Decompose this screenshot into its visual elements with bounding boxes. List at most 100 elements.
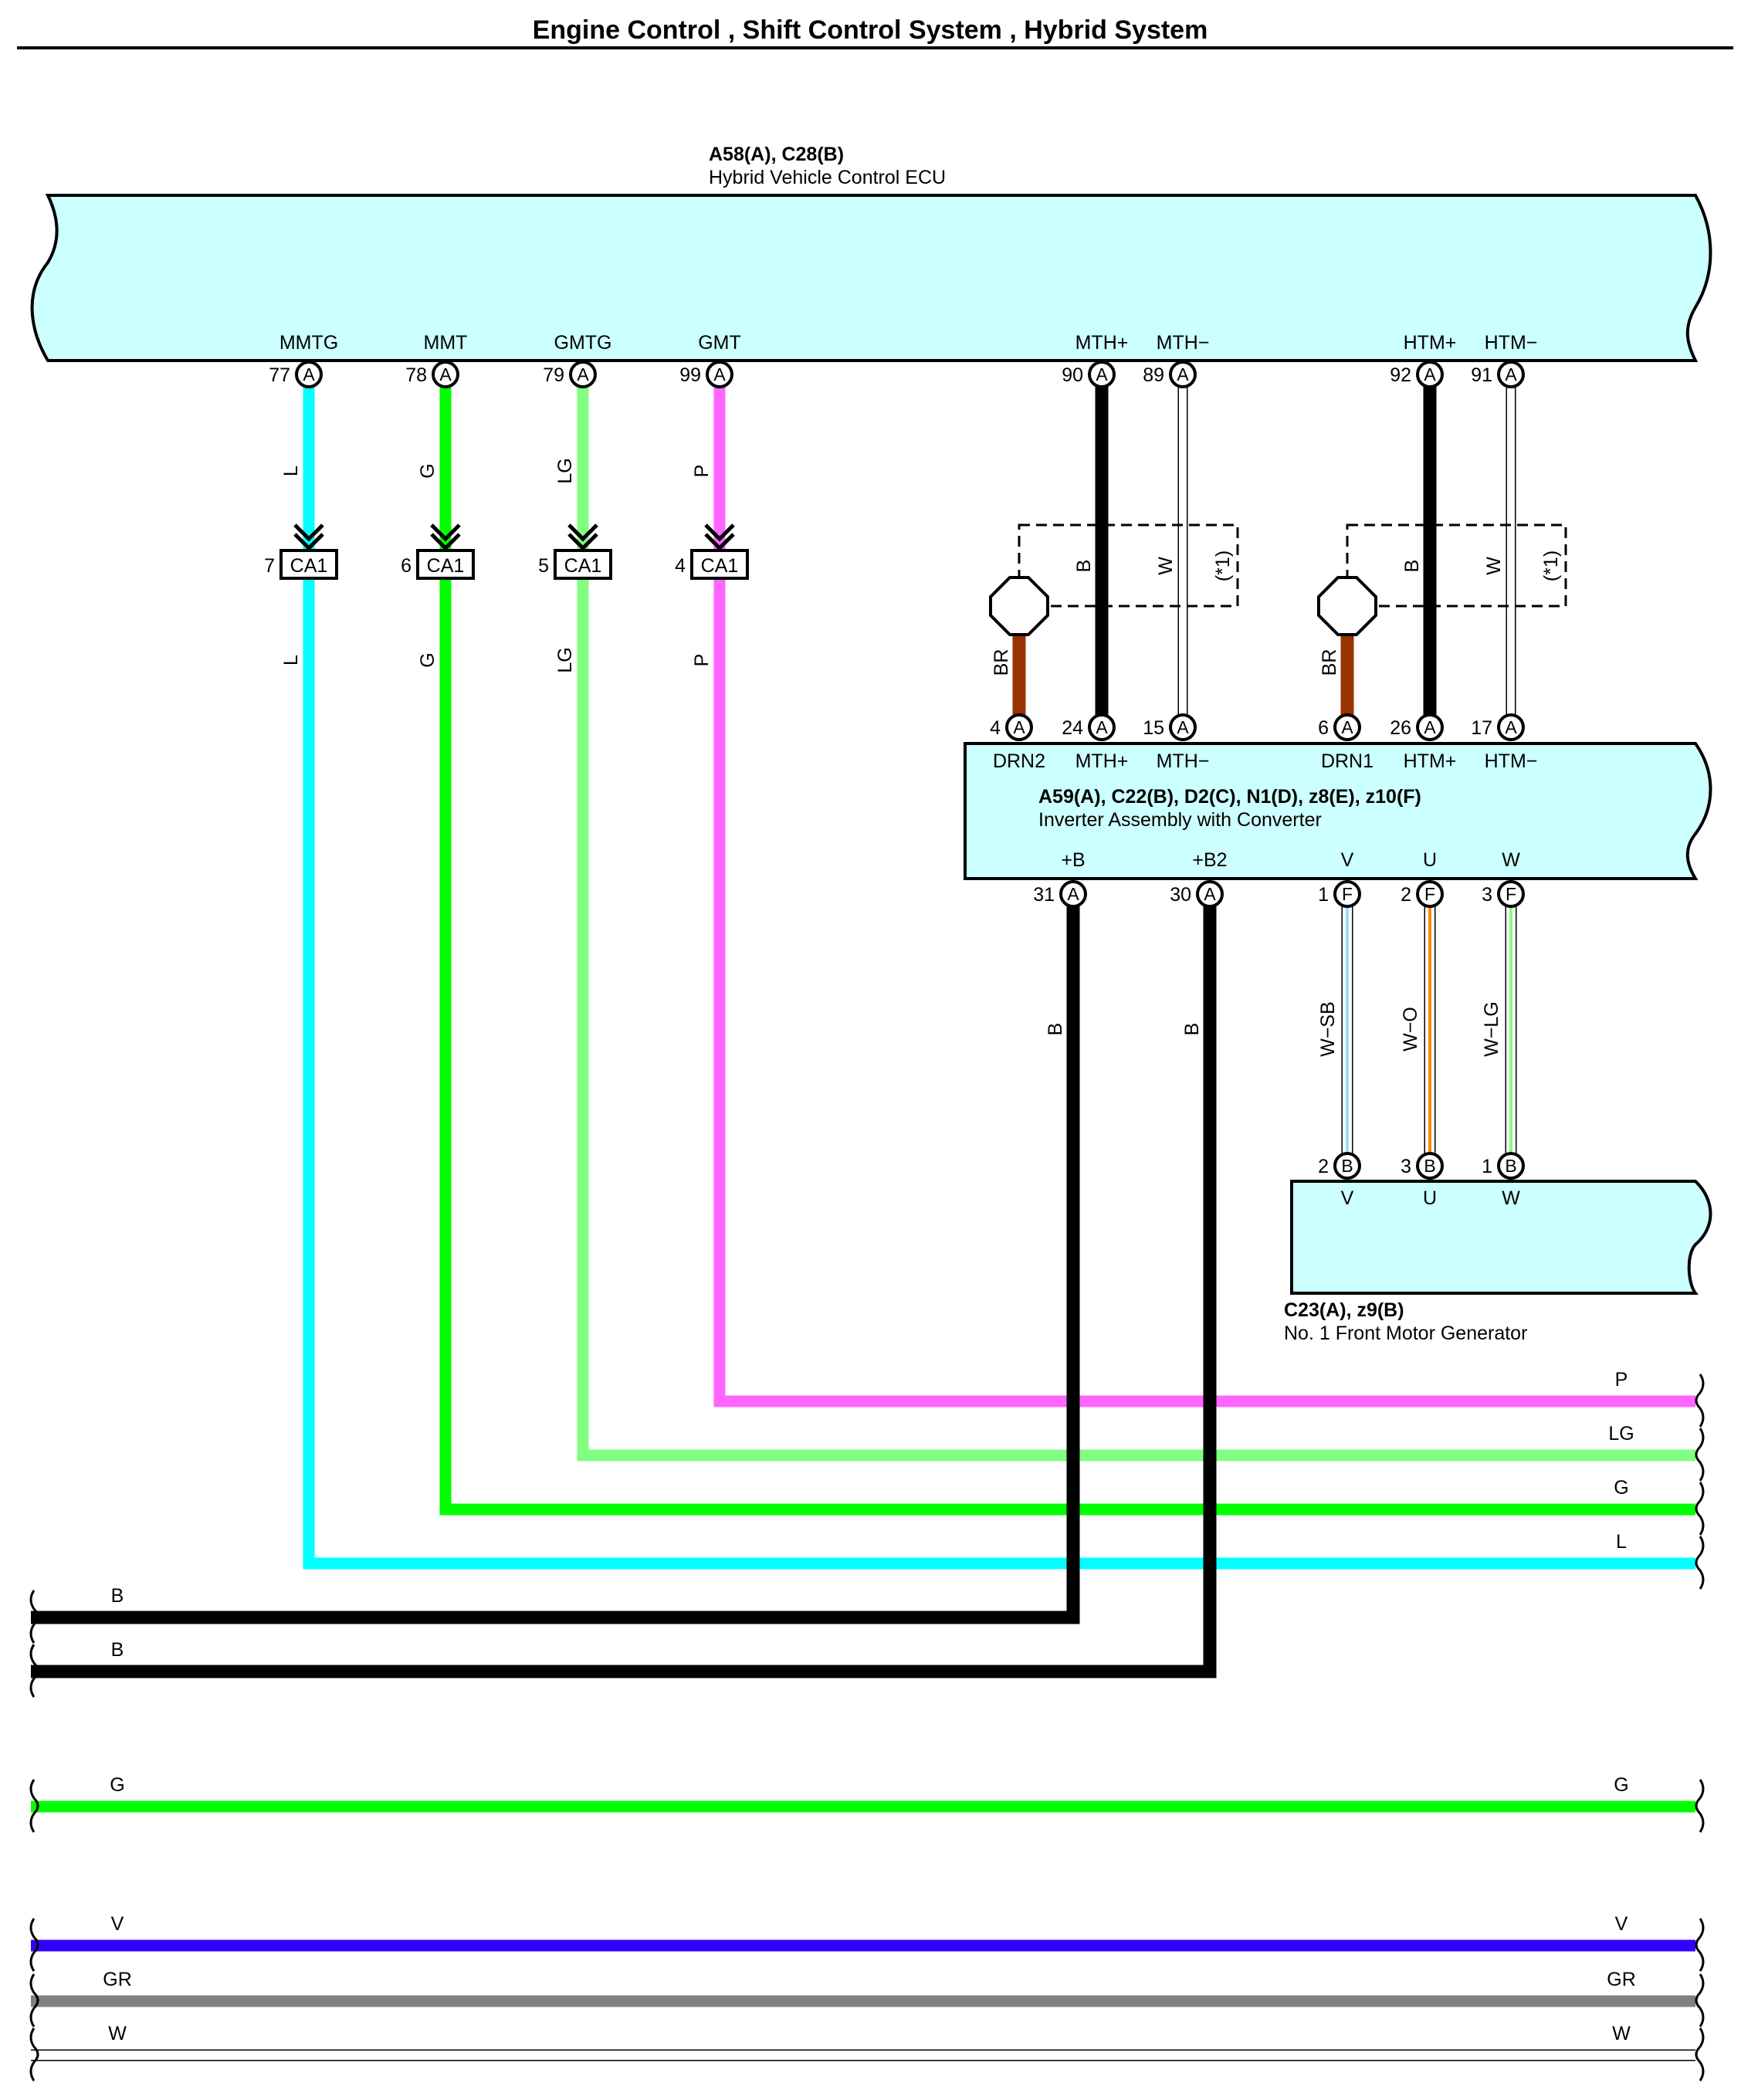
inverter-terminal-label: +B [1061, 849, 1085, 871]
chevron-down-icon [567, 533, 598, 551]
connector-letter: A [1505, 364, 1517, 384]
wire-P [713, 384, 1695, 1407]
junction-connector: CA1 7 [264, 523, 338, 580]
ecu-terminal: A92 [1390, 361, 1444, 388]
inverter-terminal: A6 [1318, 713, 1361, 741]
ecu-terminal: A91 [1471, 361, 1525, 388]
inverter-terminal-label: MTH− [1157, 750, 1210, 772]
ecu-name: Hybrid Vehicle Control ECU [709, 167, 946, 188]
wire-color-label: W [1612, 2023, 1631, 2044]
motor-terminal: B2 [1318, 1152, 1361, 1180]
wire-color-label: L [280, 466, 302, 476]
ecu-terminal: A77 [269, 361, 323, 388]
motor-terminal: B3 [1401, 1152, 1444, 1180]
junction-label: CA1 [701, 555, 739, 577]
wire-color-label: B [111, 1639, 124, 1661]
connector-letter: A [439, 364, 452, 384]
connector-letter: A [1177, 717, 1189, 737]
motor-terminal-label: V [1341, 1187, 1354, 1209]
wire-color-label: B [1073, 560, 1095, 573]
wire-color-label: W−SB [1317, 1001, 1339, 1057]
motor-terminal-label: W [1502, 1187, 1520, 1209]
page-title: Engine Control , Shift Control System , … [533, 15, 1208, 45]
wire-color-label: G [110, 1774, 124, 1796]
junction-label: CA1 [290, 555, 328, 577]
ecu-terminal-label: HTM− [1485, 332, 1538, 354]
motor-block: C23(A), z9(B) No. 1 Front Motor Generato… [1284, 1180, 1712, 1344]
wire-color-label: B [1401, 560, 1423, 573]
wire-color-label: W−LG [1481, 1001, 1502, 1057]
pin-number: 6 [401, 555, 412, 577]
wire-color-label: BR [1319, 649, 1340, 676]
pin-number: 5 [538, 555, 549, 577]
inverter-terminal-label: +B2 [1192, 849, 1227, 871]
pin-number: 30 [1170, 884, 1191, 906]
pin-number: 3 [1482, 884, 1492, 906]
ecu-terminal: A 79 [543, 361, 597, 388]
inverter-terminal: A 31 [1033, 880, 1087, 908]
wire-color-label: B [111, 1585, 124, 1607]
wire-color-label: P [691, 654, 713, 667]
connector-letter: A [1067, 884, 1079, 904]
inverter-terminal-label: V [1341, 849, 1354, 871]
ecu-terminal: A 78 [405, 361, 459, 388]
wire-color-label: W−O [1400, 1007, 1421, 1052]
ecu-terminal-label: MTH+ [1075, 332, 1129, 354]
connector-letter: F [1506, 884, 1516, 904]
signal-wires [303, 384, 1695, 1570]
junction-label: CA1 [427, 555, 465, 577]
ecu-terminal-label: GMTG [554, 332, 612, 354]
motor-ref: C23(A), z9(B) [1284, 1299, 1404, 1321]
inverter-terminal-label: W [1502, 849, 1520, 871]
pin-number: 4 [990, 717, 1001, 739]
chevron-down-icon [430, 523, 461, 542]
inverter-terminal: F3 [1482, 880, 1525, 908]
pin-number: 2 [1401, 884, 1411, 906]
inverter-terminal: A17 [1471, 713, 1525, 741]
wire-color-label: P [691, 465, 713, 478]
wire-color-label: L [1616, 1531, 1627, 1553]
chevron-down-icon [293, 523, 324, 542]
wire-color-label: LG [554, 647, 576, 672]
pin-number: 6 [1318, 717, 1329, 739]
pin-number: 78 [405, 364, 427, 386]
pin-number: 24 [1062, 717, 1083, 739]
ecu-terminal: A 99 [679, 361, 733, 388]
pin-number: 7 [264, 555, 275, 577]
wire-color-label: B [1181, 1023, 1203, 1036]
shield-box-1 [1018, 523, 1239, 608]
wire-color-label: B [1045, 1023, 1066, 1036]
ecu-terminal-label: MMT [424, 332, 468, 354]
motor-name: No. 1 Front Motor Generator [1284, 1323, 1527, 1344]
wire-color-label: G [417, 463, 439, 478]
connector-letter: A [1096, 717, 1108, 737]
pin-number: 15 [1143, 717, 1164, 739]
connector-letter: B [1505, 1156, 1516, 1176]
chevron-down-icon [293, 533, 324, 551]
wire-color-label: LG [1608, 1423, 1634, 1445]
pin-number: 79 [543, 364, 564, 386]
wire-color-label: W [1483, 557, 1505, 575]
wire-color-label: V [111, 1913, 124, 1935]
wire-plus-B2 [31, 902, 1217, 1678]
ecu-terminal-label: MTH− [1157, 332, 1210, 354]
wire-color-label: W [1155, 557, 1177, 575]
connector-letter: A [1096, 364, 1108, 384]
chevron-down-icon [430, 533, 461, 551]
pin-number: 31 [1033, 884, 1055, 906]
wire-color-label: L [280, 655, 302, 666]
ground-octagon-icon [1317, 576, 1377, 636]
connector-letter: A [713, 364, 726, 384]
ecu-block: A58(A), C28(B) Hybrid Vehicle Control EC… [30, 144, 1712, 362]
inverter-box [964, 742, 1712, 880]
wire-color-label: GR [103, 1969, 132, 1990]
wire-LG [577, 384, 1695, 1462]
brace-marks-right [1695, 1373, 1705, 2081]
wire-color-label: G [1614, 1774, 1628, 1796]
inverter-terminal-label: HTM+ [1404, 750, 1457, 772]
pin-number: 99 [679, 364, 701, 386]
inverter-terminal: A 15 [1143, 713, 1197, 741]
connector-letter: A [577, 364, 589, 384]
